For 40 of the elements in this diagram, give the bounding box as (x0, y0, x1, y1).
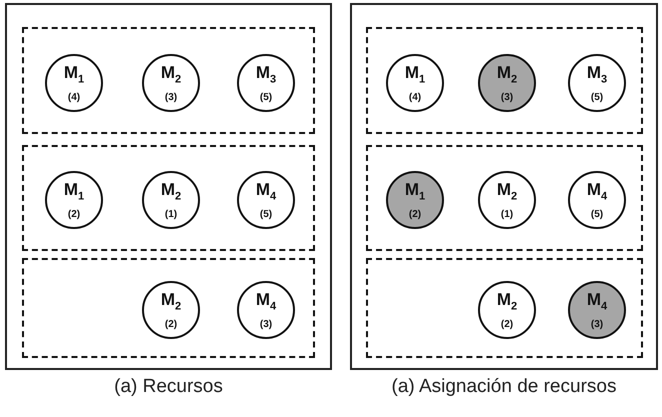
resource-name: M$_{2}$ (160, 290, 182, 314)
resource-value: (2) (500, 319, 514, 330)
resource-name: M$_{1}$ (64, 62, 84, 88)
resource-value: (3) (260, 319, 272, 330)
resource-name: M$_{1}$ (404, 180, 426, 204)
resource-value: (2) (68, 209, 80, 220)
resource-name: M$_{2}$ (496, 290, 518, 314)
resource-value: (3) (164, 92, 178, 104)
resource-name: M$_{2}$ (496, 62, 518, 88)
resource-value: (4) (408, 92, 422, 104)
resource-name: M$_{3}$ (256, 62, 276, 88)
resource-value: (5) (260, 209, 272, 220)
resource-name: M$_{4}$ (256, 290, 276, 314)
resource-value: (2) (164, 319, 178, 330)
resource-name: M$_{1}$ (64, 180, 84, 204)
resource-name: M$_{2}$ (496, 180, 518, 204)
dashed-group-box (366, 258, 643, 358)
resource-value: (5) (260, 92, 272, 104)
resource-value: (2) (408, 209, 422, 220)
dashed-group-box (366, 27, 643, 134)
dashed-group-box (366, 145, 643, 251)
dashed-group-box (22, 27, 315, 134)
resource-value: (3) (590, 319, 604, 330)
resource-name: M$_{2}$ (160, 62, 182, 88)
panel-caption: (a) Asignación de recursos (390, 376, 618, 398)
resource-name: M$_{4}$ (586, 290, 608, 314)
resource-value: (4) (68, 92, 80, 104)
resource-name: M$_{2}$ (160, 180, 182, 204)
dashed-group-box (22, 145, 315, 251)
resource-value: (5) (590, 92, 604, 104)
resource-value: (1) (500, 209, 514, 220)
resource-value: (5) (590, 209, 604, 220)
dashed-group-box (22, 258, 315, 358)
resource-name: M$_{3}$ (586, 62, 608, 88)
resource-name: M$_{1}$ (404, 62, 426, 88)
panel-caption: (a) Recursos (113, 376, 224, 398)
resource-value: (1) (164, 209, 178, 220)
resource-name: M$_{4}$ (256, 180, 276, 204)
resource-value: (3) (500, 92, 514, 104)
resource-name: M$_{4}$ (586, 180, 608, 204)
